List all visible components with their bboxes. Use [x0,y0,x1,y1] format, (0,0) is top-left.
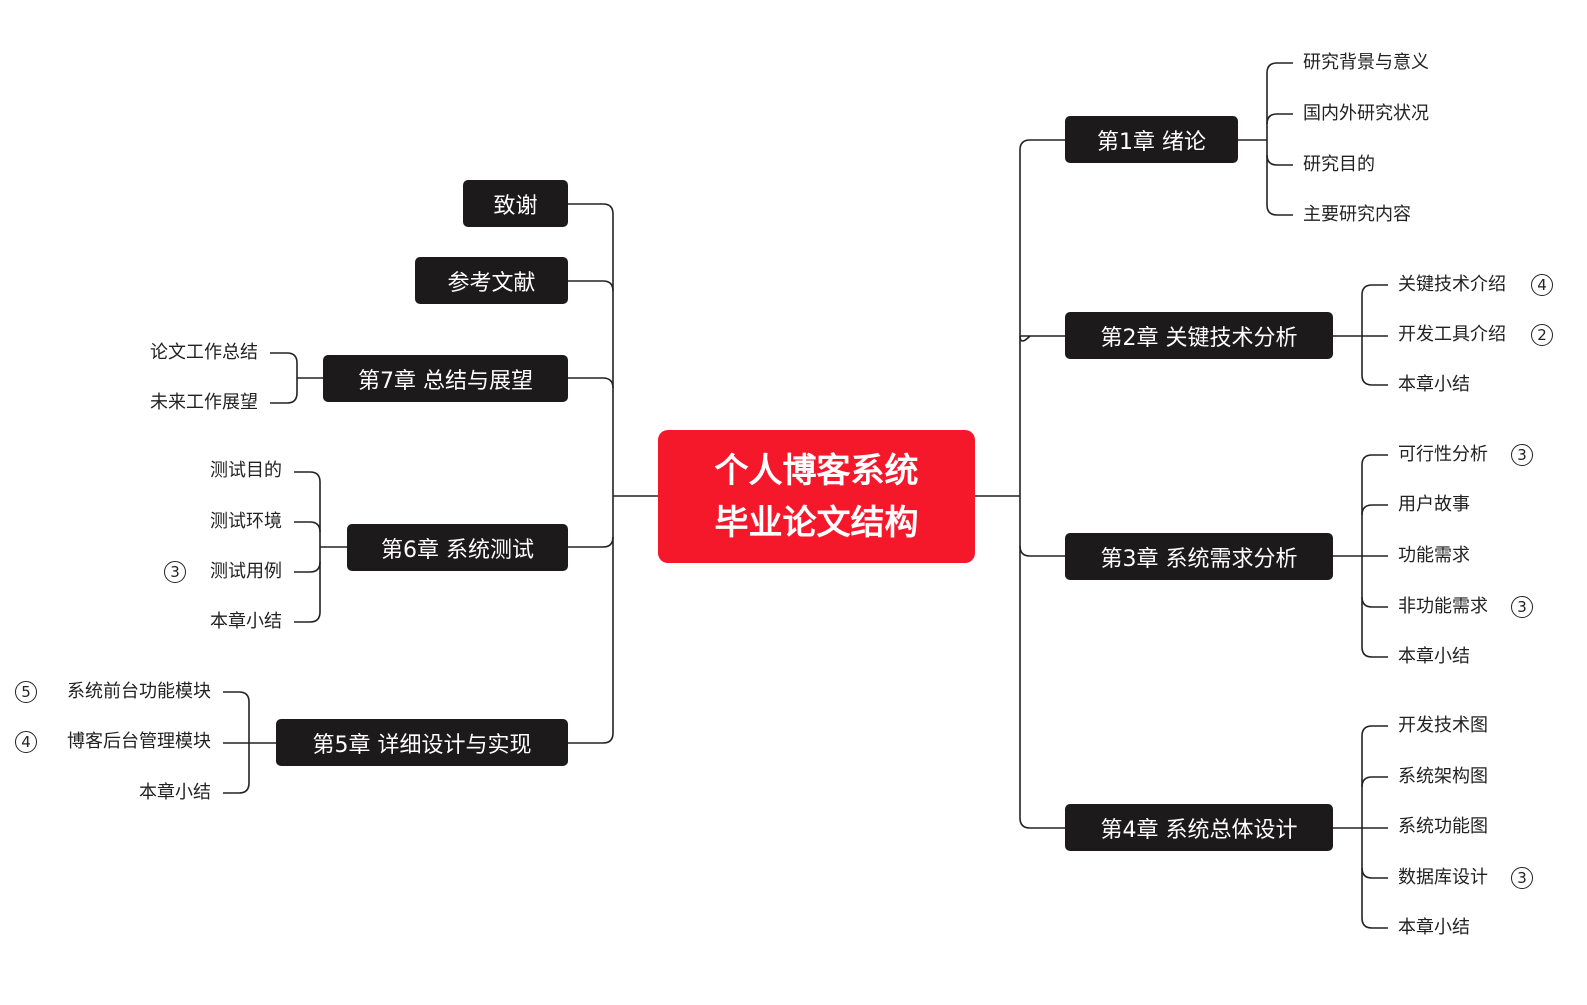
root-node[interactable]: 个人博客系统 毕业论文结构 [658,430,975,563]
collapsed-count-badge[interactable]: 3 [1511,867,1533,889]
topic-node[interactable]: 本章小结 [210,611,282,632]
collapsed-count-badge[interactable]: 5 [15,681,37,703]
root-title-line2: 毕业论文结构 [714,502,919,543]
chapter-node-ch5[interactable]: 第5章 详细设计与实现 [276,719,568,766]
topic-node[interactable]: 开发技术图 [1398,715,1488,736]
collapsed-count-badge[interactable]: 3 [164,561,186,583]
chapter-node-ch1[interactable]: 第1章 绪论 [1065,116,1238,163]
topic-node[interactable]: 功能需求 [1398,545,1470,566]
topic-node[interactable]: 测试用例 [210,561,282,582]
chapter-node-ch3[interactable]: 第3章 系统需求分析 [1065,533,1333,580]
topic-node[interactable]: 系统架构图 [1398,766,1488,787]
topic-node[interactable]: 本章小结 [139,782,211,803]
topic-node[interactable]: 本章小结 [1398,917,1470,938]
topic-node[interactable]: 研究目的 [1303,154,1375,175]
chapter-node-ch2[interactable]: 第2章 关键技术分析 [1065,312,1333,359]
chapter-node-ch4[interactable]: 第4章 系统总体设计 [1065,804,1333,851]
topic-node[interactable]: 研究背景与意义 [1303,52,1429,73]
collapsed-count-badge[interactable]: 3 [1511,596,1533,618]
topic-node[interactable]: 开发工具介绍 [1398,324,1506,345]
topic-node[interactable]: 非功能需求 [1398,596,1488,617]
topic-node[interactable]: 国内外研究状况 [1303,103,1429,124]
root-title-line1: 个人博客系统 [714,450,919,491]
topic-node[interactable]: 博客后台管理模块 [67,731,211,752]
collapsed-count-badge[interactable]: 4 [1531,274,1553,296]
collapsed-count-badge[interactable]: 2 [1531,324,1553,346]
chapter-node-thanks[interactable]: 致谢 [463,180,568,227]
topic-node[interactable]: 系统前台功能模块 [67,681,211,702]
topic-node[interactable]: 数据库设计 [1398,867,1488,888]
chapter-node-ch6[interactable]: 第6章 系统测试 [347,524,568,571]
collapsed-count-badge[interactable]: 3 [1511,444,1533,466]
topic-node[interactable]: 本章小结 [1398,374,1470,395]
topic-node[interactable]: 测试环境 [210,511,282,532]
topic-node[interactable]: 未来工作展望 [150,392,258,413]
topic-node[interactable]: 关键技术介绍 [1398,274,1506,295]
collapsed-count-badge[interactable]: 4 [15,731,37,753]
topic-node[interactable]: 本章小结 [1398,646,1470,667]
topic-node[interactable]: 论文工作总结 [150,342,258,363]
topic-node[interactable]: 可行性分析 [1398,444,1488,465]
topic-node[interactable]: 主要研究内容 [1303,204,1411,225]
chapter-node-ch7[interactable]: 第7章 总结与展望 [323,355,568,402]
topic-node[interactable]: 测试目的 [210,460,282,481]
topic-node[interactable]: 用户故事 [1398,494,1470,515]
topic-node[interactable]: 系统功能图 [1398,816,1488,837]
chapter-node-refs[interactable]: 参考文献 [415,257,568,304]
